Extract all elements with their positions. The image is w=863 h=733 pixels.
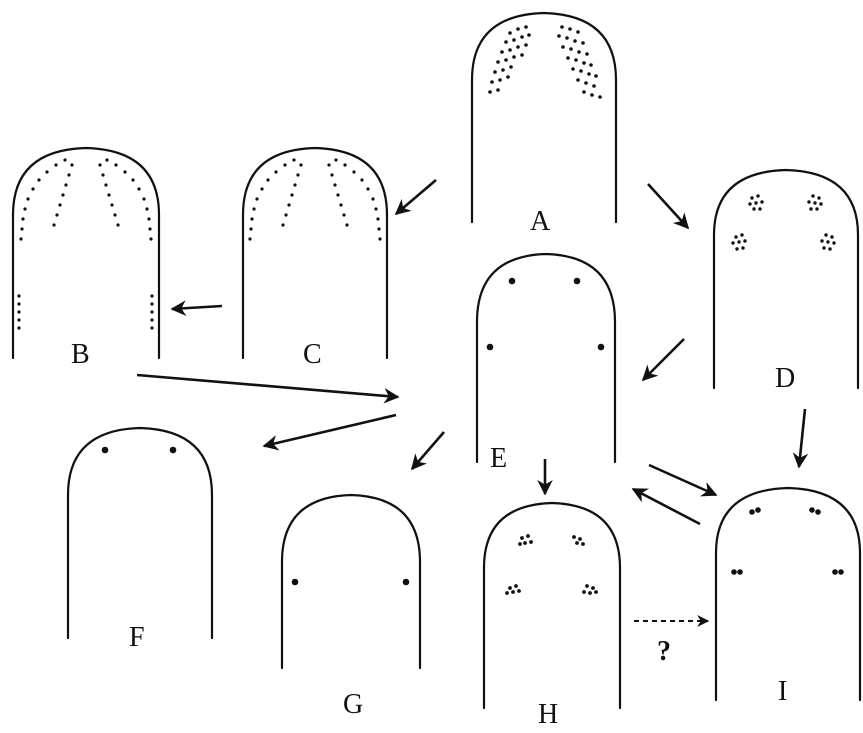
panel-b-outline <box>13 148 159 358</box>
panel-a-label: A <box>530 206 551 237</box>
arrow-e-to-i <box>649 465 716 495</box>
panel-e-dots <box>487 278 605 351</box>
panel-c: C <box>243 148 387 370</box>
arrow-c-to-b <box>172 306 222 309</box>
panel-c-dots <box>248 158 381 240</box>
transition-arrows <box>137 180 805 621</box>
arrow-e-to-g <box>412 432 444 469</box>
arrow-a-to-c <box>396 180 436 214</box>
panel-h: H <box>484 503 620 728</box>
arrow-b-to-e <box>137 375 398 397</box>
arrow-d-to-i <box>799 409 805 467</box>
panel-d: D <box>714 170 858 394</box>
panel-b: B <box>13 148 159 370</box>
panel-f-dots <box>102 447 177 454</box>
panel-c-label: C <box>303 339 322 370</box>
panel-e-label: E <box>490 443 507 474</box>
panel-e-outline <box>477 254 615 462</box>
panel-g-dots <box>292 579 410 586</box>
panel-f-label: F <box>129 622 145 653</box>
panel-h-label: H <box>538 699 558 728</box>
panel-a-dots <box>488 25 602 99</box>
panel-d-outline <box>714 170 858 388</box>
panel-g-label: G <box>343 689 363 720</box>
panel-g: G <box>282 495 420 720</box>
panel-a-outline <box>472 13 616 222</box>
panel-h-outline <box>484 503 620 708</box>
panel-b-dots <box>17 158 153 329</box>
panel-i-dots <box>731 507 844 575</box>
arrow-i-to-e <box>633 489 700 524</box>
panel-d-label: D <box>775 363 795 394</box>
uncertain-transition-label: ? <box>657 636 671 667</box>
panel-g-outline <box>282 495 420 668</box>
panel-f: F <box>68 428 212 653</box>
panel-f-outline <box>68 428 212 638</box>
arrow-a-to-d <box>648 184 688 228</box>
panel-c-outline <box>243 148 387 358</box>
panel-i-outline <box>716 488 860 700</box>
panel-i-label: I <box>778 676 787 707</box>
panel-i: I <box>716 488 860 707</box>
arrow-e-to-f <box>264 415 396 446</box>
panel-b-label: B <box>71 339 90 370</box>
panel-e: E <box>477 254 615 474</box>
panel-a: A <box>472 13 616 237</box>
panel-d-dots <box>731 194 835 250</box>
panel-h-dots <box>505 534 598 595</box>
arrow-d-to-e <box>643 339 684 380</box>
